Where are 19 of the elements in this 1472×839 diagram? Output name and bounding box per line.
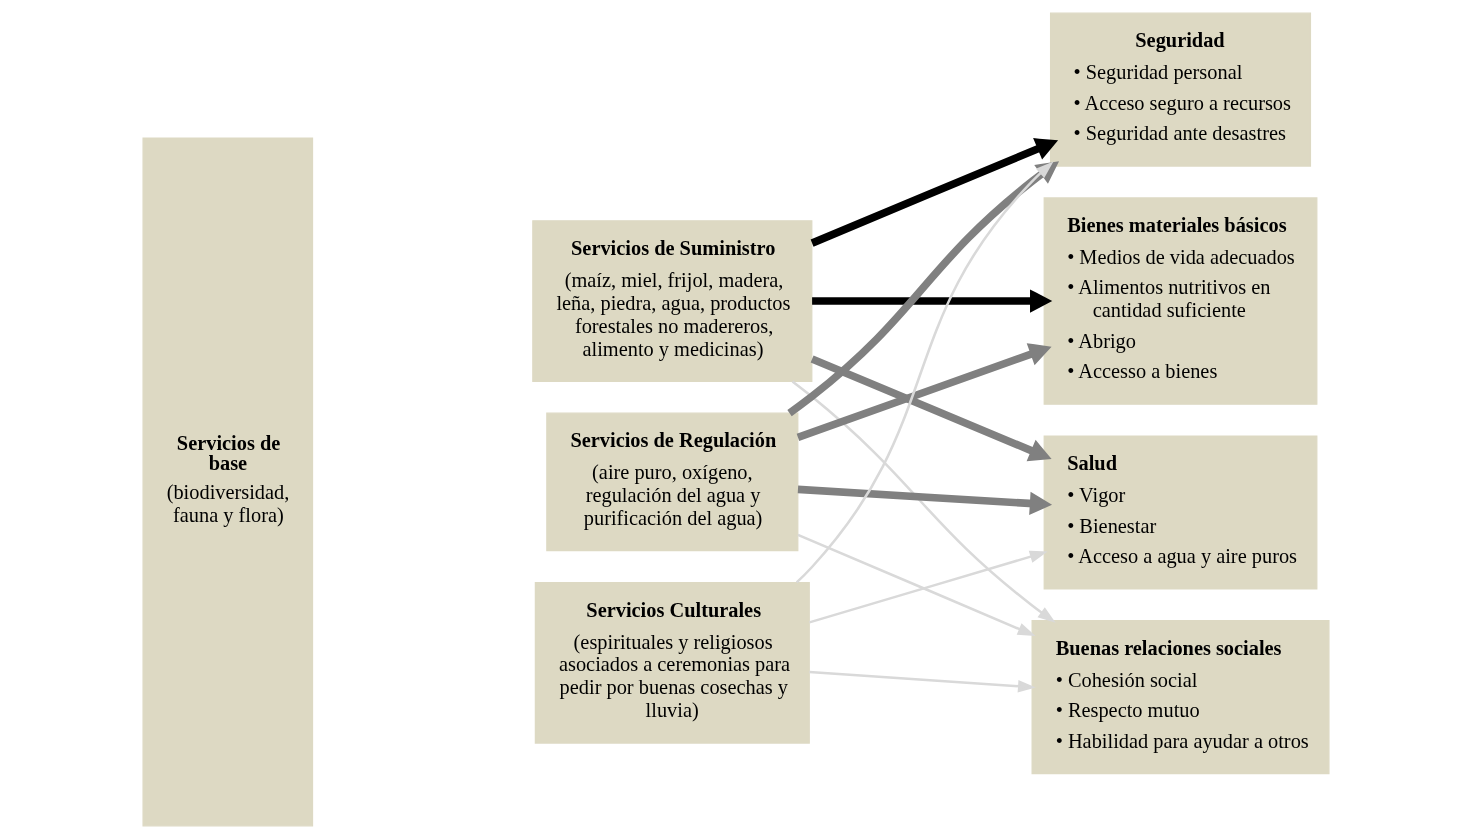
- node-box: Servicios de base (biodiversidad, fauna y flora): [142, 137, 314, 827]
- node-box: Servicios de Regulación (aire puro, oxígeno, regulación del agua y purificación del agua): [546, 412, 799, 552]
- node-box: Seguridad • Seguridad personal • Acceso seguro a recursos • Seguridad ante desastres: [1049, 12, 1312, 167]
- arrow: [810, 138, 1059, 247]
- arrow: [797, 485, 1053, 516]
- node-box: Servicios de Suministro (maíz, miel, frijol, madera, leña, piedra, agua, productos forestales no madereros, alimento y medicinas): [532, 220, 813, 382]
- arrow: [809, 550, 1048, 624]
- node-box: Bienes materiales básicos • Medios de vida adecuados • Alimentos nutritivos en cantidad suficiente • Abrigo • Accesso a bienes: [1043, 197, 1318, 405]
- arrow: [796, 343, 1052, 442]
- arrow: [787, 161, 1060, 417]
- arrow: [791, 380, 1056, 623]
- arrow: [809, 670, 1036, 693]
- node-box: Salud • Vigor • Bienestar • Acceso a agua y aire puros: [1043, 435, 1318, 590]
- arrow: [795, 161, 1054, 584]
- node-box: Buenas relaciones sociales • Cohesión social • Respecto mutuo • Habilidad para ayudar a otros: [1031, 620, 1330, 775]
- arrow: [812, 289, 1053, 313]
- arrow: [797, 533, 1036, 636]
- arrow: [810, 355, 1052, 462]
- node-box: Servicios Culturales (espirituales y religiosos asociados a ceremonias para pedir por buenas cosechas y lluvia): [534, 581, 810, 744]
